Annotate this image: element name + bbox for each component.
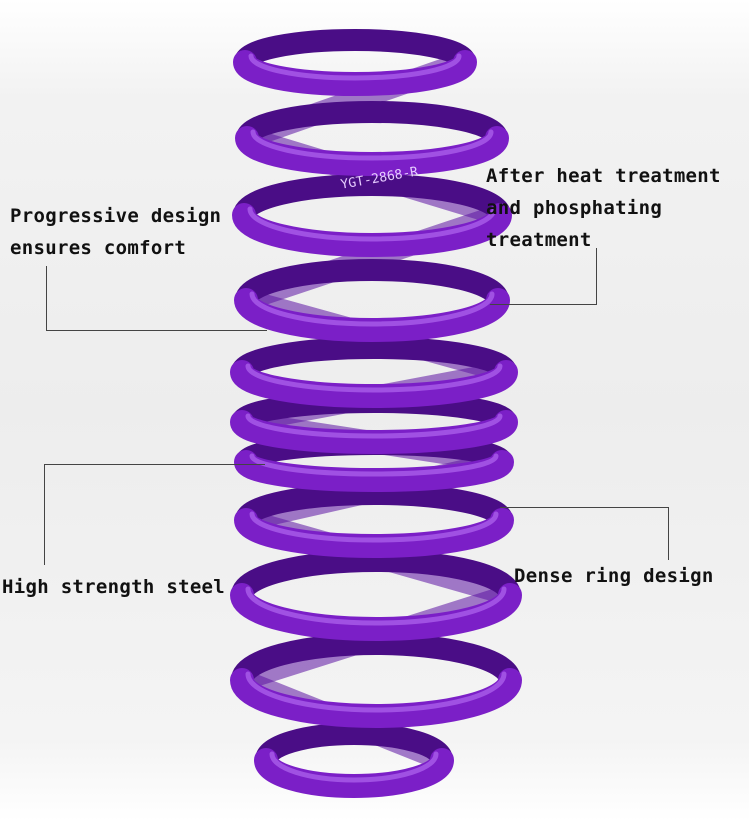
coil-back xyxy=(255,723,453,771)
coil-front xyxy=(235,126,509,176)
label-heat-treatment: After heat treatment and phosphating tre… xyxy=(486,160,721,256)
coil-front xyxy=(234,288,510,342)
coil-front xyxy=(230,668,522,728)
coil-back xyxy=(236,101,508,149)
coil-highlight xyxy=(245,671,507,713)
coil-highlight xyxy=(249,511,499,543)
leader-dense xyxy=(500,507,669,560)
label-line: Progressive design xyxy=(10,205,222,227)
coil-highlight xyxy=(245,413,503,439)
leader-heat-treatment xyxy=(490,248,597,305)
coil-highlight xyxy=(247,206,497,242)
label-line: treatment xyxy=(486,229,592,251)
coil-back xyxy=(235,259,509,311)
label-line: and phosphating xyxy=(486,197,663,219)
coil-highlight xyxy=(245,586,507,626)
coil-front xyxy=(230,360,518,408)
coil-back xyxy=(231,550,521,606)
coil-highlight xyxy=(269,751,439,783)
coil-highlight xyxy=(249,291,495,327)
coil-back xyxy=(233,174,511,226)
coil-front xyxy=(234,508,514,558)
coil-back xyxy=(235,483,513,531)
label-line: After heat treatment xyxy=(486,165,721,187)
label-dense-ring-design: Dense ring design xyxy=(514,560,714,592)
label-line: ensures comfort xyxy=(10,237,187,259)
coil-highlight xyxy=(249,453,499,477)
coil-highlight xyxy=(245,363,503,393)
coil-highlight xyxy=(250,129,494,161)
coil-back xyxy=(234,29,476,73)
label-high-strength-steel: High strength steel xyxy=(2,571,225,603)
coil-front xyxy=(232,203,512,257)
coil-highlight xyxy=(248,53,462,81)
coil-back xyxy=(231,633,521,691)
leader-steel xyxy=(44,464,265,565)
coil-front xyxy=(233,50,477,96)
leader-progressive xyxy=(46,266,267,331)
spring xyxy=(230,29,522,798)
coil-front xyxy=(254,748,454,798)
coil-back xyxy=(231,337,517,383)
label-progressive-design: Progressive design ensures comfort xyxy=(10,200,221,264)
coil-front xyxy=(234,450,514,492)
label-line: High strength steel xyxy=(2,576,226,598)
label-line: Dense ring design xyxy=(514,565,714,587)
coil-front xyxy=(230,583,522,641)
coil-front xyxy=(230,410,518,454)
